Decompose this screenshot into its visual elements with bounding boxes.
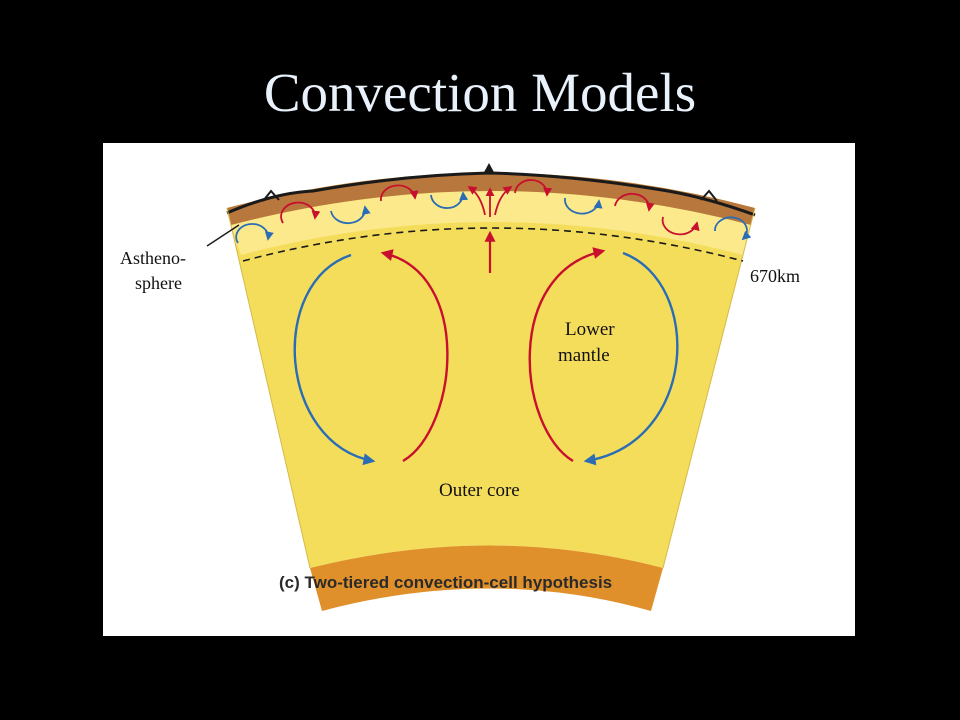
label-outer-core: Outer core: [439, 480, 520, 501]
ridge-flow-left: [467, 186, 486, 216]
left-cell-red-arc: [380, 249, 449, 463]
small-cell-2: [280, 201, 321, 224]
asthenosphere-leader-line: [206, 224, 240, 247]
label-670km: 670km: [750, 266, 800, 286]
label-lower-mantle-line1: Lower: [565, 319, 615, 340]
wedge-left-edge: [226, 207, 311, 569]
small-cell-3: [330, 205, 371, 225]
outer-core-band: [310, 545, 663, 611]
label-asthenosphere-line1: Astheno-: [120, 248, 186, 268]
small-cell-10: [714, 216, 752, 241]
asthenosphere-band: [231, 191, 751, 255]
small-cell-5: [430, 191, 469, 209]
mantle-wedge: [227, 173, 755, 568]
right-cell-blue-arc: [583, 251, 679, 466]
right-cell-red-arc: [528, 247, 606, 463]
small-cell-9: [661, 216, 700, 236]
diagram-panel: Astheno- sphere 670km Lower mantle Outer…: [103, 143, 855, 636]
trench-left: [262, 189, 280, 202]
trench-right: [700, 189, 718, 202]
label-asthenosphere-line2: sphere: [135, 273, 182, 293]
boundary-670km-line: [242, 227, 744, 262]
small-cell-7: [564, 197, 603, 215]
left-cell-blue-arc: [293, 253, 376, 466]
small-cell-6: [514, 179, 553, 197]
small-cell-8: [614, 192, 655, 212]
left-lower-mantle-cell: [293, 249, 449, 466]
figure-caption: (c) Two-tiered convection-cell hypothesi…: [279, 573, 612, 592]
slide-title: Convection Models: [263, 62, 697, 123]
wedge-right-edge: [662, 207, 756, 569]
small-cell-1: [235, 223, 274, 244]
upper-mantle-cells: [235, 179, 752, 244]
label-lower-mantle-line2: mantle: [558, 345, 610, 366]
right-lower-mantle-cell: [528, 247, 679, 466]
ridge-flow-right: [494, 186, 513, 216]
ridge-peak: [483, 163, 495, 174]
lithosphere-band: [227, 173, 755, 225]
small-cell-4: [380, 184, 419, 202]
